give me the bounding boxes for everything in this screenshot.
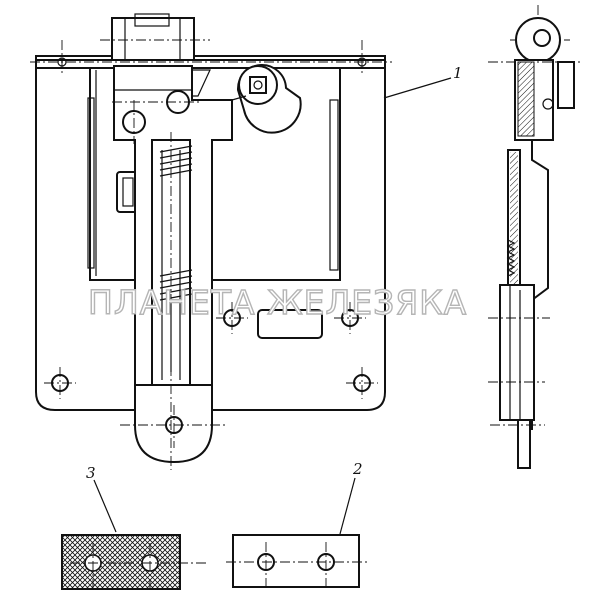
part-3-plate: 3: [61, 464, 208, 592]
lever-tab: [120, 132, 228, 470]
leader-1: [383, 77, 452, 99]
slide-lever: [112, 65, 233, 386]
part-2-plate: 2: [226, 460, 370, 590]
callout-3: 3: [86, 464, 96, 482]
callout-1: 1: [453, 64, 463, 82]
leader-3: [93, 479, 117, 533]
callout-2: 2: [352, 460, 363, 478]
watermark: ПЛАНЕТА ЖЕЛЕЗЯКА: [88, 283, 467, 322]
leader-2: [339, 477, 356, 535]
mounting-holes: [44, 302, 378, 399]
front-view: 1: [30, 13, 463, 470]
mounting-plate: [35, 59, 386, 411]
eccentric-cam: [192, 64, 302, 134]
slot-window: [257, 309, 323, 339]
side-view: [488, 5, 580, 469]
top-bolt: [100, 13, 210, 61]
